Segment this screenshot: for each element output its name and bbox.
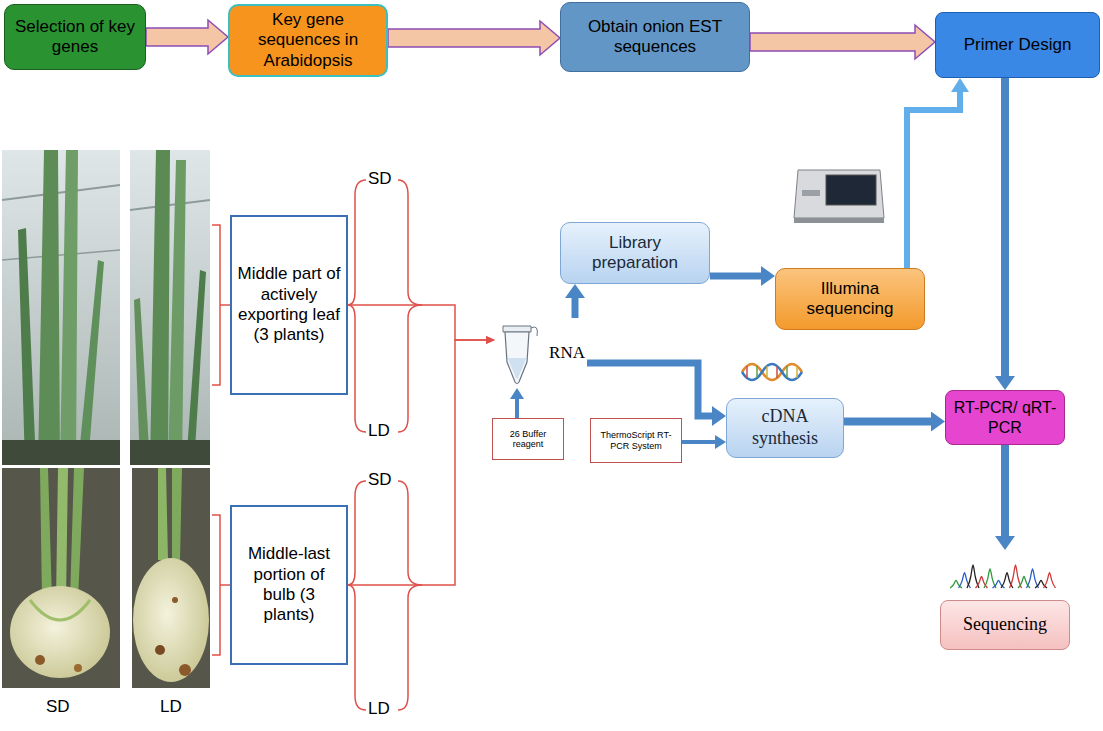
flow-arrow: [348, 340, 486, 585]
flow-arrow: [682, 440, 715, 444]
chromatogram-icon: [950, 550, 1060, 590]
process-box: Illumina sequencing: [775, 268, 925, 330]
brace: [348, 481, 366, 710]
brace: [348, 180, 366, 432]
process-box: Library preparation: [560, 222, 710, 284]
dna-helix: [742, 364, 802, 380]
flow-arrow: [750, 25, 935, 59]
flow-arrow: [844, 418, 931, 426]
process-box: RT-PCR/ qRT-PCR: [945, 390, 1065, 445]
condition-label: LD: [160, 697, 182, 717]
leaf-photo: [2, 150, 120, 465]
flow-arrow: [146, 20, 228, 54]
sample-box: Middle-last portion of bulb (3 plants): [230, 505, 348, 665]
node-text: Middle-last portion of bulb (3 plants): [237, 544, 341, 626]
flow-arrow: [907, 92, 960, 268]
flow-arrow: [710, 273, 761, 280]
tube-icon: [495, 318, 539, 388]
flow-arrow: [515, 399, 519, 418]
node-text: Primer Design: [964, 35, 1072, 55]
node-text: Library preparation: [566, 233, 704, 274]
flow-arrow: [388, 21, 560, 55]
reagent-box: ThermoScript RT-PCR System: [590, 418, 682, 463]
flow-arrow: [587, 363, 712, 416]
flow-arrow: [572, 298, 579, 318]
flow-arrow: [348, 305, 486, 340]
sample-box: Middle part of actively exporting leaf (…: [230, 215, 348, 395]
bracket: [212, 515, 230, 655]
brace: [398, 180, 422, 432]
node-text: 26 Buffer reagent: [496, 429, 560, 450]
bulb-photo: [2, 468, 120, 688]
sequencer-photo: [788, 150, 890, 226]
condition-label: SD: [46, 697, 70, 717]
sequencing-box: Sequencing: [940, 600, 1070, 650]
node-text: Middle part of actively exporting leaf (…: [237, 264, 341, 346]
flow-arrow: [1001, 445, 1009, 536]
process-box: Obtain onion EST sequences: [560, 2, 750, 72]
node-text: RT-PCR/ qRT-PCR: [951, 398, 1059, 436]
process-box: cDNA synthesis: [726, 398, 844, 458]
flow-arrow: [1001, 78, 1009, 376]
condition-label: SD: [368, 470, 392, 490]
condition-label: LD: [368, 699, 390, 719]
node-text: RNA: [549, 343, 585, 363]
rna-tube: RNA: [495, 318, 587, 388]
process-box: Key gene sequences in Arabidopsis: [228, 4, 388, 77]
reagent-box: 26 Buffer reagent: [492, 418, 564, 460]
node-text: Illumina sequencing: [781, 279, 919, 320]
node-text: Selection of key genes: [10, 17, 140, 58]
process-box: Selection of key genes: [4, 4, 146, 70]
process-box: Sequencing: [940, 550, 1070, 650]
bracket: [212, 225, 230, 385]
bulb-photo: [132, 468, 210, 688]
node-text: cDNA synthesis: [732, 406, 838, 449]
condition-label: LD: [368, 421, 390, 441]
process-box: Primer Design: [935, 12, 1100, 78]
leaf-photo: [130, 150, 210, 465]
node-text: Sequencing: [963, 614, 1047, 636]
node-text: Obtain onion EST sequences: [566, 17, 744, 58]
node-text: Key gene sequences in Arabidopsis: [235, 10, 381, 71]
brace: [398, 481, 422, 710]
condition-label: SD: [368, 169, 392, 189]
node-text: ThermoScript RT-PCR System: [594, 430, 678, 451]
